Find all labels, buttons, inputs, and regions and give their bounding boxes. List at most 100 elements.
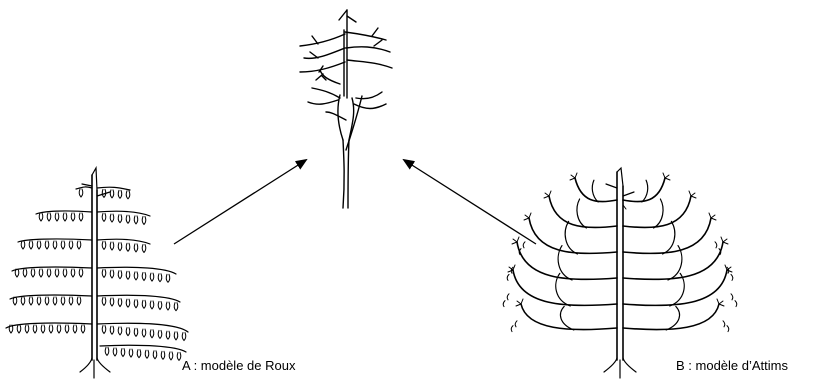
leaf <box>37 297 41 305</box>
leaf <box>79 269 83 277</box>
leaf <box>150 301 154 309</box>
branch-left <box>529 218 617 253</box>
leaf <box>47 213 51 221</box>
leaf <box>61 241 65 249</box>
leaf <box>158 301 162 309</box>
twig <box>97 192 110 196</box>
branch-left <box>18 239 92 242</box>
branch <box>346 47 390 52</box>
leaf <box>33 325 37 333</box>
leaf <box>31 269 35 277</box>
leaf <box>174 303 178 311</box>
branch-tip <box>347 16 356 22</box>
branch <box>347 60 392 68</box>
twig <box>372 28 378 36</box>
leaf <box>142 216 146 224</box>
leaf <box>142 244 146 252</box>
attims-model-tree <box>503 168 737 378</box>
leaf <box>55 269 59 277</box>
leaf <box>45 241 49 249</box>
leaf <box>511 321 517 332</box>
leaf <box>79 189 83 197</box>
leaf <box>102 269 106 277</box>
leaf <box>150 330 154 338</box>
leaf <box>37 241 41 249</box>
leaf <box>57 325 61 333</box>
leaf <box>174 332 178 340</box>
leaf <box>150 273 154 281</box>
branch-secondary <box>654 199 663 228</box>
branch <box>304 48 345 58</box>
leaf <box>126 299 130 307</box>
leaf <box>118 243 122 251</box>
leaf <box>49 325 53 333</box>
leaf <box>177 352 181 360</box>
leaf <box>29 297 33 305</box>
leaf <box>63 269 67 277</box>
leaf <box>137 350 141 358</box>
trunk-base <box>623 358 636 372</box>
leaf <box>169 352 173 360</box>
twig <box>623 192 634 196</box>
leaf <box>134 244 138 252</box>
leaf <box>55 213 59 221</box>
leaf <box>69 297 73 305</box>
leaf <box>25 325 29 333</box>
leaf <box>110 242 114 250</box>
leaf <box>110 270 114 278</box>
leaf <box>723 321 729 332</box>
roux-model-tree <box>6 168 188 378</box>
twig <box>606 184 617 188</box>
branch-secondary <box>642 180 648 202</box>
leaf <box>77 241 81 249</box>
leaf <box>142 300 146 308</box>
leaf <box>158 330 162 338</box>
leaf <box>110 214 114 222</box>
leaf <box>45 297 49 305</box>
branch-secondary <box>666 306 679 330</box>
leaf <box>110 326 114 334</box>
leaf <box>39 269 43 277</box>
leaf <box>113 348 117 356</box>
leaf <box>102 213 106 221</box>
leaf <box>110 298 114 306</box>
leaf <box>166 274 170 282</box>
branch-right <box>97 295 180 302</box>
leaf <box>161 351 165 359</box>
twig <box>316 74 323 80</box>
branch-secondary <box>565 221 577 254</box>
leaf <box>118 327 122 335</box>
leaf <box>110 190 114 198</box>
leaf <box>77 297 81 305</box>
leaf <box>47 269 51 277</box>
leaf <box>81 325 85 333</box>
leaf <box>166 331 170 339</box>
branch-right <box>97 267 176 274</box>
leaf <box>71 213 75 221</box>
twig <box>82 184 92 186</box>
leaf <box>126 191 130 199</box>
leaf <box>105 347 109 355</box>
leaf <box>53 241 57 249</box>
leaf <box>142 329 146 337</box>
top-tree-illustration <box>300 10 392 208</box>
leaf <box>153 351 157 359</box>
leaf <box>39 213 43 221</box>
caption-roux-model: A : modèle de Roux <box>182 358 295 373</box>
leaf <box>134 328 138 336</box>
leaf <box>134 272 138 280</box>
caption-attims-model: B : modèle d’Attims <box>676 358 788 373</box>
trunk-base <box>80 358 92 372</box>
leaf <box>142 272 146 280</box>
branch-left <box>575 178 617 202</box>
twig <box>310 52 318 58</box>
apex <box>617 168 623 186</box>
branch <box>356 92 382 99</box>
leaf <box>102 326 106 334</box>
branch <box>308 100 338 104</box>
leaf <box>61 297 65 305</box>
leaf <box>134 300 138 308</box>
leaf <box>503 294 509 307</box>
leaf <box>126 215 130 223</box>
